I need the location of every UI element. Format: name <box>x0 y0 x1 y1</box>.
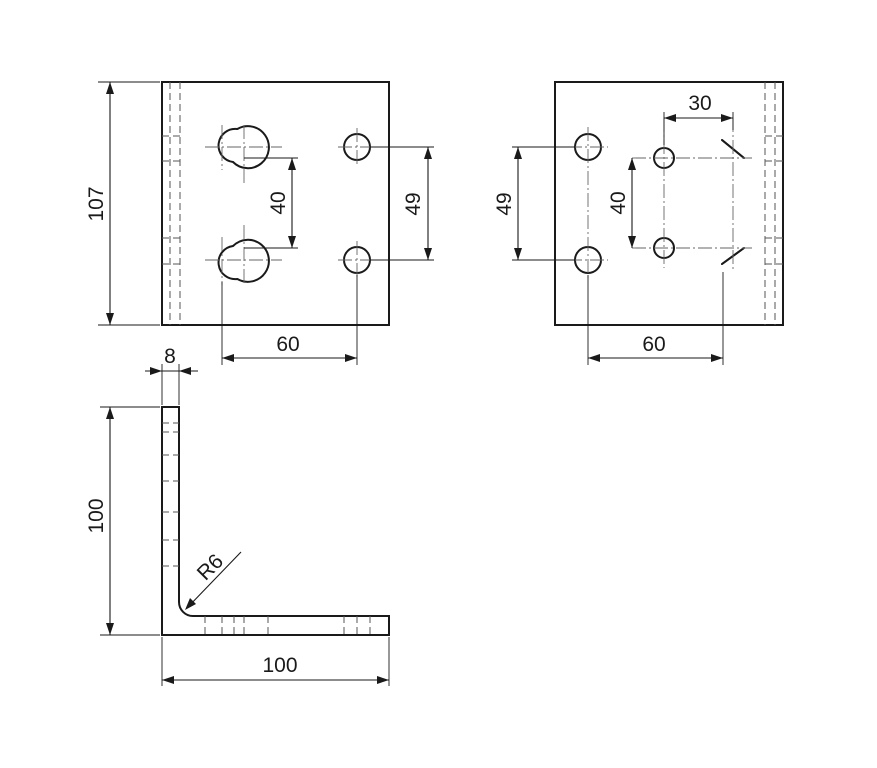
dim-label-rear-hole-pitch: 49 <box>493 192 516 215</box>
front-view <box>161 81 390 326</box>
dimension-rear-horizontal: 60 <box>587 272 724 365</box>
rear-view-outline <box>554 81 784 326</box>
dim-label-side-height: 100 <box>85 498 108 533</box>
front-view-outline <box>161 81 390 326</box>
keyhole-slot <box>217 125 270 170</box>
dim-label-side-length: 100 <box>262 654 297 677</box>
dimension-side-bend-radius: R6 <box>185 550 242 610</box>
dimension-rear-small-hole-pitch: 40 <box>607 158 636 248</box>
dim-label-front-hole-pitch: 49 <box>402 192 425 215</box>
front-hidden-hole-ticks <box>162 135 180 265</box>
angle-profile <box>161 406 390 636</box>
dimension-front-keyhole-pitch: 40 <box>244 157 298 249</box>
dimension-front-horizontal: 60 <box>221 275 358 365</box>
side-view <box>161 406 390 636</box>
side-hidden-hole-lines <box>162 422 371 635</box>
dim-label-front-keyhole-pitch: 40 <box>267 191 290 214</box>
dim-label-front-horizontal: 60 <box>276 333 299 356</box>
dim-label-side-bend-radius: R6 <box>193 550 228 585</box>
dimension-front-hole-pitch: 49 <box>370 146 434 261</box>
dimension-side-height: 100 <box>85 406 160 636</box>
dim-label-side-thickness: 8 <box>164 345 176 368</box>
dim-label-front-height: 107 <box>85 186 108 221</box>
rear-view <box>554 81 784 326</box>
dim-label-rear-small-hole-pitch: 40 <box>607 191 630 214</box>
dimension-side-length: 100 <box>161 637 390 686</box>
dimension-annotations: 107 40 49 60 <box>85 81 734 686</box>
dimension-front-height: 107 <box>85 81 160 326</box>
rear-hidden-hole-ticks <box>765 135 783 265</box>
dimension-rear-slot-offset: 30 <box>663 92 734 145</box>
dim-label-rear-horizontal: 60 <box>642 333 665 356</box>
dim-label-rear-slot-offset: 30 <box>688 92 711 115</box>
front-center-lines <box>205 125 376 285</box>
dimension-rear-hole-pitch: 49 <box>493 146 575 261</box>
dimension-side-thickness: 8 <box>145 345 198 405</box>
keyhole-slot <box>217 238 270 283</box>
